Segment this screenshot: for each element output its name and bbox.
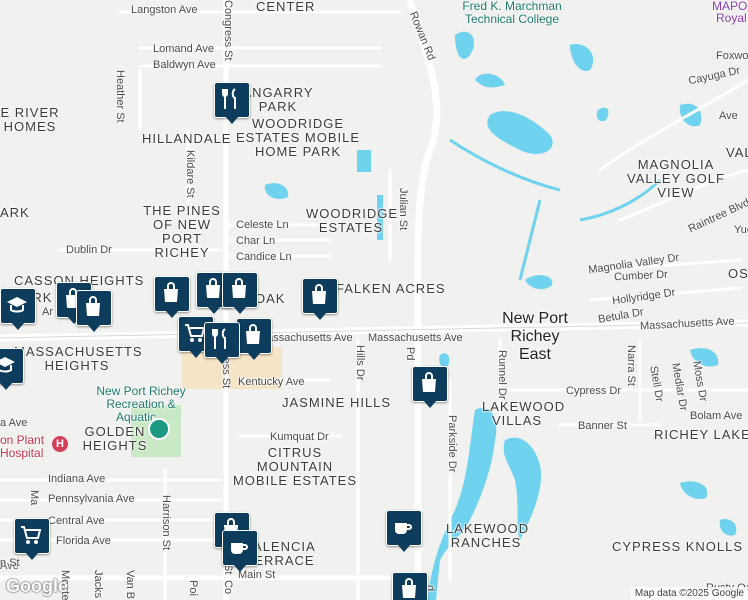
google-logo[interactable]: Google xyxy=(6,576,68,596)
street-label: Van B xyxy=(124,570,136,600)
street-label: Harrison St xyxy=(160,495,172,551)
street-label: Parkside Dr xyxy=(446,415,458,473)
street-label: Florida Ave xyxy=(56,535,111,547)
park-label[interactable]: New Port Richey Recreation & Aquatic... xyxy=(96,384,186,424)
shopping-bag-icon[interactable] xyxy=(412,366,448,412)
street-label: Co xyxy=(222,580,234,595)
street-label: Yuc xyxy=(734,224,748,236)
college-label[interactable]: Fred K. Marchman Technical College xyxy=(462,0,562,26)
street-label: Massachusetts Ave xyxy=(258,332,353,344)
area-label: CENTER xyxy=(256,0,316,14)
area-label: OAK xyxy=(255,291,286,306)
area-label: LAKEWOOD VILLAS xyxy=(482,399,566,428)
area-label: E RIVER HOMES xyxy=(0,105,60,134)
street-label: Langston Ave xyxy=(131,4,198,16)
area-label: VALENCIA TERRACE xyxy=(244,539,316,568)
shopping-bag-icon[interactable] xyxy=(154,276,190,322)
area-label: MAGNOLIA VALLEY GOLF VIEW xyxy=(627,157,725,200)
area-label: LAKEWOOD RANCHES xyxy=(446,521,530,550)
area-label: THE PINES OF NEW PORT RICHEY xyxy=(143,203,221,260)
street-label: Pennsylvania Ave xyxy=(48,493,135,505)
street-label: n St xyxy=(0,557,20,569)
area-label: WOODRIDGE ESTATES xyxy=(306,206,399,235)
street-label: Bolam Ave xyxy=(690,410,743,422)
street-label: Congress St xyxy=(222,0,234,61)
street-label: Ave xyxy=(719,110,738,122)
street-label: Ar xyxy=(42,306,53,318)
street-label: Cypress Dr xyxy=(566,385,622,397)
street-label: Massachusetts Ave xyxy=(368,332,463,344)
hospital-icon[interactable]: H xyxy=(52,436,68,452)
area-label: CASSON HEIGHTS xyxy=(14,273,145,288)
area-label: WOODRIDGE ESTATES MOBILE HOME PARK xyxy=(235,116,361,159)
area-label: ARK xyxy=(0,205,30,220)
shopping-bag-icon[interactable] xyxy=(392,572,428,600)
street-label: Dublin Dr xyxy=(66,244,112,256)
area-label: FALKEN ACRES xyxy=(336,281,446,296)
street-label: Indiana Ave xyxy=(48,473,106,485)
area-label: OS xyxy=(728,266,748,281)
street-label: Hills Dr xyxy=(354,345,366,381)
street-label: a Ave xyxy=(0,417,28,429)
shopping-bag-icon[interactable] xyxy=(236,318,272,364)
graduation-cap-icon[interactable] xyxy=(0,348,24,394)
street-label: Kumquat Dr xyxy=(270,431,329,443)
area-label: JASMINE HILLS xyxy=(282,395,392,410)
park-pin-icon[interactable] xyxy=(148,418,170,440)
graduation-cap-icon[interactable] xyxy=(0,288,36,334)
street-label: Julian St xyxy=(397,188,409,231)
area-label: MASSACHUSETTS HEIGHTS xyxy=(14,344,143,373)
street-label: Kentucky Ave xyxy=(238,376,305,388)
area-label: ANGARRY PARK xyxy=(242,85,314,114)
area-label: RICHEY LAKE xyxy=(654,427,748,442)
street-label: Jacks xyxy=(92,570,104,599)
street-label: Kildare St xyxy=(184,150,196,198)
street-label: Poi xyxy=(187,580,199,596)
street-label: Ave xyxy=(0,560,19,572)
area-label: CITRUS MOUNTAIN MOBILE ESTATES xyxy=(232,445,358,488)
cafe-icon[interactable] xyxy=(386,510,422,556)
area-label: HILLANDALE xyxy=(142,131,232,146)
street-label: Celeste Ln xyxy=(236,219,289,231)
shopping-bag-icon[interactable] xyxy=(302,278,338,324)
shopping-bag-icon[interactable] xyxy=(222,272,258,318)
restaurant-icon[interactable] xyxy=(214,82,250,128)
area-label: MAPO xyxy=(712,0,748,13)
street-label: Heather St xyxy=(114,70,126,123)
hospital-label[interactable]: on Plant Hospital xyxy=(0,433,45,460)
street-label: Candice Ln xyxy=(236,251,292,263)
street-label: Foxwo xyxy=(716,50,748,62)
street-label: Ma xyxy=(28,490,40,506)
restaurant-icon[interactable] xyxy=(204,322,240,368)
street-label: Char Ln xyxy=(236,235,276,247)
street-label: Banner St xyxy=(578,420,627,432)
attribution[interactable]: Map data ©2025 Google xyxy=(630,587,748,600)
area-label: VALL xyxy=(726,145,748,160)
street-label: Baldwyn Ave xyxy=(153,59,216,71)
street-label: Royal xyxy=(716,11,747,25)
area-label: CYPRESS KNOLLS xyxy=(612,539,744,554)
area-label: GOLDEN HEIGHTS xyxy=(82,424,148,453)
shopping-bag-icon[interactable] xyxy=(76,290,112,336)
shopping-cart-icon[interactable] xyxy=(14,518,50,564)
cafe-icon[interactable] xyxy=(222,530,258,576)
city-label: New Port Richey East xyxy=(502,310,568,363)
street-label: Central Ave xyxy=(48,515,105,527)
street-label: Pd xyxy=(404,347,416,361)
street-label: Main St xyxy=(238,569,276,581)
street-label: Lomand Ave xyxy=(153,43,214,55)
street-label: Narra St xyxy=(625,345,637,386)
